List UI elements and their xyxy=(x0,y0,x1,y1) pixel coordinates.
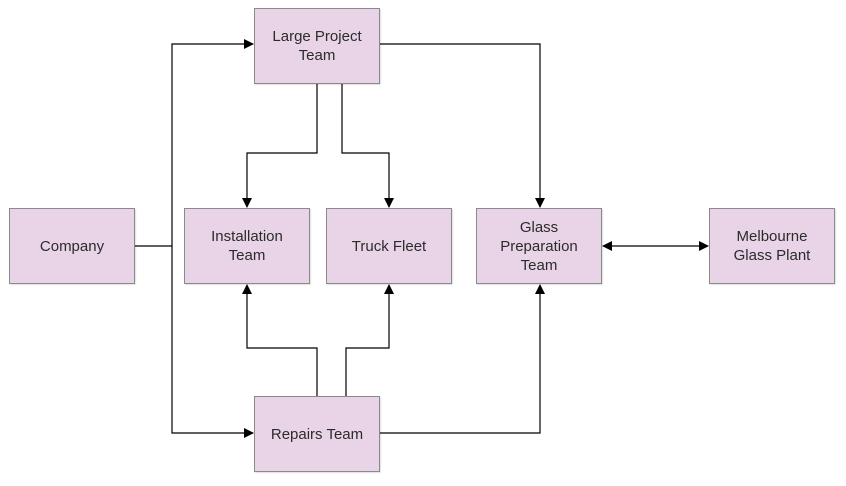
node-company[interactable]: Company xyxy=(9,208,135,284)
connector-repairs-to-glass-prep xyxy=(380,284,545,434)
connector-company-to-repairs xyxy=(171,246,254,438)
node-large-project-team[interactable]: Large Project Team xyxy=(254,8,380,84)
node-glass-preparation-team[interactable]: Glass Preparation Team xyxy=(476,208,602,284)
connector-company-to-large-project xyxy=(135,39,254,247)
node-label: Company xyxy=(39,237,105,255)
node-installation-team[interactable]: Installation Team xyxy=(184,208,310,284)
connector-repairs-to-truck-fleet xyxy=(345,284,394,396)
node-repairs-team[interactable]: Repairs Team xyxy=(254,396,380,472)
node-label: Truck Fleet xyxy=(351,237,427,255)
node-label: Melbourne Glass Plant xyxy=(733,228,811,264)
connector-repairs-to-installation xyxy=(242,284,318,396)
connector-large-project-to-truck-fleet xyxy=(341,84,394,208)
node-melbourne-glass-plant[interactable]: Melbourne Glass Plant xyxy=(709,208,835,284)
node-label: Glass Preparation Team xyxy=(500,218,578,274)
connector-large-project-to-glass-prep xyxy=(380,43,545,208)
node-label: Installation Team xyxy=(211,228,283,264)
node-truck-fleet[interactable]: Truck Fleet xyxy=(326,208,452,284)
connector-large-project-to-installation xyxy=(242,84,318,208)
node-label: Repairs Team xyxy=(270,425,364,443)
node-label: Large Project Team xyxy=(272,28,362,64)
